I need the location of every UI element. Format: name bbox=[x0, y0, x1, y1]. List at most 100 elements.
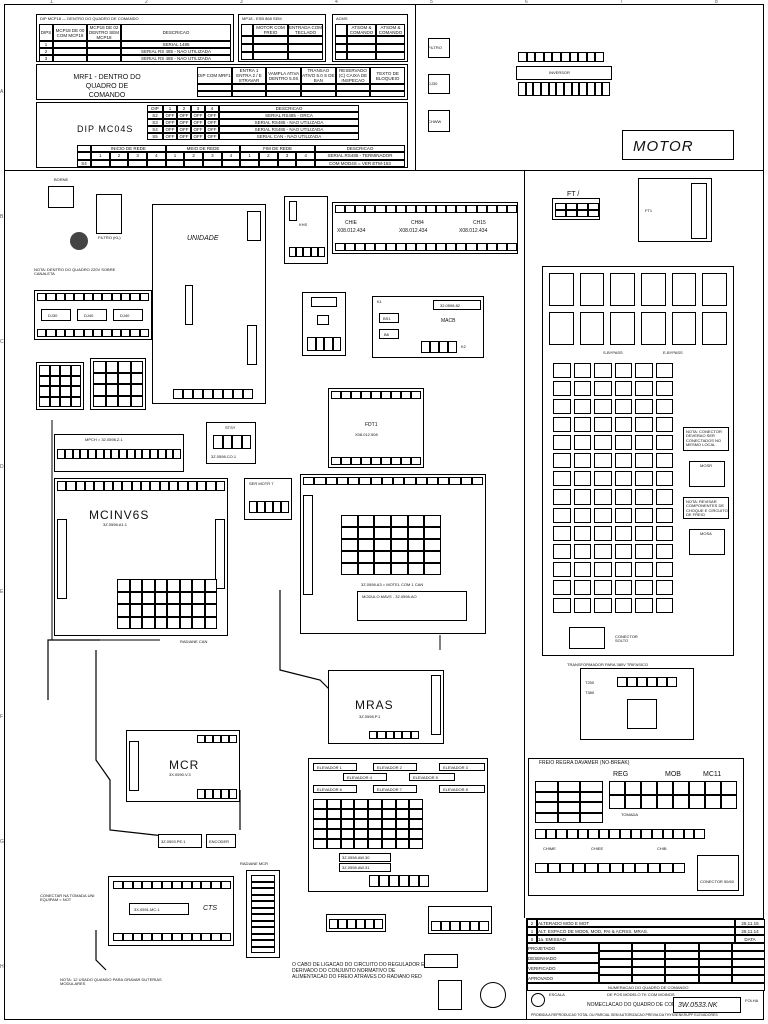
transformer-title: TRANSFORMADOR PARA 380V TRIFASICO bbox=[567, 662, 648, 667]
cell: OFF bbox=[191, 126, 205, 133]
drawing-frame bbox=[4, 4, 764, 1020]
inverter-terminals-top bbox=[518, 52, 604, 62]
header-cell: TRANSAO ATIVO 5.0 S DE BAN bbox=[301, 67, 336, 84]
elevador-label: ELEVADOR 3 bbox=[443, 765, 468, 770]
mp18-table: MP18 - ESB 868 SEM MOTOR COM FREIO ENTRA… bbox=[238, 14, 326, 62]
stsy-label: STSY bbox=[225, 425, 236, 430]
dip-table-title: DIP MCP18 — DENTRO DO QUADRO DE COMANDO bbox=[40, 16, 139, 21]
ruler-mark: 4 bbox=[335, 0, 338, 5]
ser-mot-block: SER MOTR 7 bbox=[244, 478, 292, 520]
note-text: NOTA: CONECTOR DEVERAO SER CONECTADOS NO… bbox=[686, 429, 722, 448]
cell: 1 bbox=[240, 152, 259, 160]
elevador-label: ELEVADOR 7 bbox=[377, 787, 402, 792]
mpch-strip: MPCH = 32.0598.Z.1 bbox=[54, 434, 184, 472]
relay-block-left bbox=[36, 362, 84, 410]
motor-label: MOTOR bbox=[633, 138, 694, 155]
header-cell: MOTOR COM FREIO bbox=[253, 24, 288, 36]
company-logo-icon bbox=[531, 993, 545, 1007]
mrf1-block: MRF1 - DENTRO DO QUADRO DE COMANDO DIP C… bbox=[36, 64, 408, 100]
mosa-label: MOSA bbox=[700, 531, 712, 536]
cell: 2 bbox=[109, 152, 129, 160]
ch15-code: X08.012.434 bbox=[459, 228, 488, 234]
transformer-terminals bbox=[617, 677, 677, 687]
connector-strip bbox=[247, 211, 261, 241]
motor-graphic-icon bbox=[480, 982, 506, 1008]
header-cell: 1 bbox=[163, 105, 177, 112]
left-note: NOTA: 12 USADO QUANDO PARA GRAVAR DUTERI… bbox=[60, 977, 162, 986]
mods-caption: 3Z.0598.A3 = MOTEL COM 1 CAN bbox=[361, 582, 424, 587]
header-cell: INICIO DE REDE bbox=[91, 145, 166, 153]
doc-number: 3W.0533.NK bbox=[678, 1002, 718, 1009]
descricao-text: NUMERACAO DO QUADRO DE COMANDO bbox=[608, 985, 689, 990]
mosr-label: MOSR bbox=[700, 463, 712, 468]
conector-50-60: CONECTOR 50/60 bbox=[697, 855, 739, 891]
relay-module bbox=[302, 292, 346, 356]
cell: OFF bbox=[177, 119, 191, 126]
filter-core-icon bbox=[70, 232, 88, 250]
breaker-label: DJ30 bbox=[48, 313, 58, 318]
cell: 1 bbox=[39, 41, 53, 48]
code-table bbox=[599, 943, 765, 983]
header-cell: DIP bbox=[147, 105, 163, 112]
ruler-mark: A bbox=[0, 89, 4, 95]
ft1-box: FT1 bbox=[638, 178, 712, 242]
elevador-7: ELEVADOR 7 bbox=[373, 785, 417, 793]
small-box bbox=[424, 954, 458, 968]
header-cell: 4 bbox=[205, 105, 219, 112]
cell: S4 bbox=[147, 126, 163, 133]
inverter-terminals-bottom bbox=[518, 82, 611, 96]
cell: 4 bbox=[221, 152, 241, 160]
cell: S2 bbox=[147, 112, 163, 119]
cell: S4 bbox=[77, 159, 91, 167]
mrf1-grid: DIP COM MRF1 ENTRA 1 ENTRA 2 / E STRAVAR… bbox=[197, 67, 405, 97]
elevador-3: ELEVADOR 3 bbox=[439, 763, 485, 771]
mavs-module: MODULO MAVS - 32.0598.AO bbox=[357, 591, 467, 621]
dj30-box bbox=[428, 74, 450, 94]
mcinv-label: MCINV6S bbox=[89, 508, 150, 522]
rev-cell: 2 bbox=[527, 919, 537, 927]
mcr-side-connector bbox=[129, 741, 139, 791]
ruler-mark: C bbox=[0, 339, 4, 345]
mras-board: MRAS 3Z.0598.P.1 bbox=[328, 670, 444, 744]
relay-matrix-grid bbox=[553, 363, 673, 613]
cell: SERIAL RS 485 - NAO UTILIZADA bbox=[121, 55, 231, 62]
freio-panel: FREIO REGRA DAVAMER (NO-BREAK) REG MOB M… bbox=[528, 758, 744, 896]
cell: OFF bbox=[191, 112, 205, 119]
title-block: 2 ALTERADO MOD E MOT 25.11.15 1 ALT. ESP… bbox=[526, 918, 765, 1020]
designacao-text: DE POS MODELO TK COM MOINOS bbox=[607, 992, 675, 997]
ch-terminals-top bbox=[335, 205, 517, 213]
ch-terminals-bottom bbox=[335, 243, 517, 251]
fdt1-label: FDT1 bbox=[365, 422, 378, 428]
mosa-box: MOSA bbox=[689, 529, 725, 555]
ch-board-row: CHIE X08.012.434 CH84 X08.012.434 CH15 X… bbox=[332, 202, 518, 254]
mods-board: 3Z.0598.A3 = MOTEL COM 1 CAN MODULO MAVS… bbox=[300, 474, 486, 634]
dips-network-grid: INICIO DE REDE MEIO DE REDE FIM DE REDE … bbox=[77, 145, 405, 167]
cable bbox=[47, 639, 100, 700]
relay-header-grid bbox=[549, 273, 727, 345]
elevador-5: ELEVADOR 5 bbox=[409, 773, 455, 781]
cell: 3 bbox=[128, 152, 147, 160]
borne-label: BORNE bbox=[54, 177, 69, 182]
breaker-rail: DJ30 DJ40 DJ40 bbox=[34, 290, 152, 340]
rev-desc: ALT. ESPACO DE MOD5, MOD, PAI & ACRSS. M… bbox=[537, 927, 735, 935]
cell: S5 bbox=[147, 133, 163, 140]
freio-right-grid bbox=[609, 781, 737, 809]
ruler-mark: G bbox=[0, 839, 4, 845]
ser-mot-label: SER MOTR 7 bbox=[249, 481, 274, 486]
ch84-label: CH84 bbox=[411, 220, 424, 226]
chie-label: CHIE bbox=[345, 220, 357, 226]
folha-label: FOLHA bbox=[745, 998, 759, 1003]
cell: 1 bbox=[165, 152, 185, 160]
filtro-box bbox=[428, 38, 450, 58]
cell: 3 bbox=[39, 55, 53, 62]
header-cell: 3 bbox=[191, 105, 205, 112]
cell: 1 bbox=[91, 152, 110, 160]
note-box: NOTA: REVISAR COMPONENTES DE CHOQUE E CI… bbox=[683, 497, 729, 519]
section-divider bbox=[4, 170, 764, 171]
left-note: CONECTAR NA TOMADA UNI EQUIPAM = NOT bbox=[40, 893, 95, 902]
encoder-label: ENCODER bbox=[209, 839, 230, 844]
cell: OFF bbox=[163, 126, 177, 133]
mcinv-terminal-grid bbox=[117, 579, 217, 629]
cell: 2 bbox=[184, 152, 203, 160]
connector-strip bbox=[289, 201, 297, 221]
